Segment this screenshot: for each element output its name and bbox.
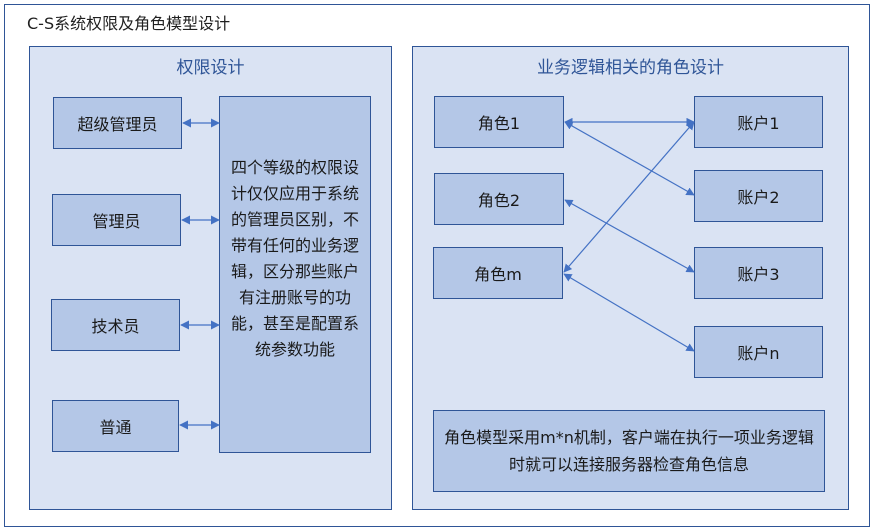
account-2-box[interactable]: 账户2 [694, 170, 823, 222]
role-1-box[interactable]: 角色1 [434, 96, 564, 148]
role-m-box[interactable]: 角色m [433, 247, 563, 299]
account-3-box[interactable]: 账户3 [694, 247, 823, 299]
permission-description: 四个等级的权限设计仅仅应用于系统的管理员区别，不带有任何的业务逻辑，区分那些账户… [219, 96, 371, 453]
level-technician[interactable]: 技术员 [51, 299, 180, 351]
level-admin[interactable]: 管理员 [52, 194, 181, 246]
role-panel-title: 业务逻辑相关的角色设计 [537, 58, 724, 78]
permission-panel-title: 权限设计 [176, 58, 245, 78]
diagram-title: C-S系统权限及角色模型设计 [27, 14, 231, 33]
role-2-box[interactable]: 角色2 [434, 173, 564, 225]
account-n-box[interactable]: 账户n [694, 326, 823, 378]
level-normal[interactable]: 普通 [52, 400, 179, 452]
level-super-admin[interactable]: 超级管理员 [53, 97, 182, 149]
role-model-note: 角色模型采用m*n机制，客户端在执行一项业务逻辑时就可以连接服务器检查角色信息 [433, 410, 825, 492]
account-1-box[interactable]: 账户1 [694, 96, 823, 148]
